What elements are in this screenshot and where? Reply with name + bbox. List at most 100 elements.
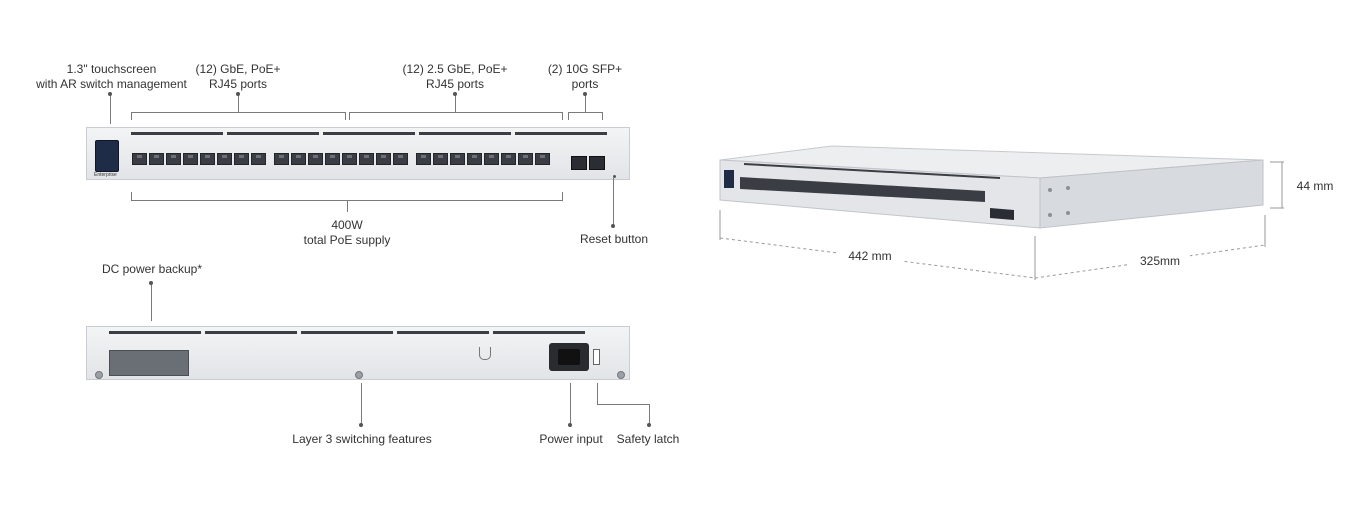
callout-dot bbox=[453, 92, 457, 96]
latch-callout-vert2 bbox=[649, 404, 650, 425]
screw-icon bbox=[617, 371, 625, 379]
width-dim-label-text: 442 mm bbox=[848, 249, 892, 263]
touchscreen-callout bbox=[110, 94, 111, 124]
rear-vent bbox=[109, 331, 201, 334]
front-panel: Enterprise bbox=[86, 127, 630, 180]
ge25-ports-label-text: (12) 2.5 GbE, PoE+ RJ45 ports bbox=[402, 62, 508, 91]
reset-button-hole[interactable] bbox=[613, 175, 616, 178]
height-dim-label-text: 44 mm bbox=[1296, 179, 1334, 193]
rj45-port[interactable] bbox=[291, 153, 306, 165]
rj45-port[interactable] bbox=[132, 153, 147, 165]
rj45-port[interactable] bbox=[518, 153, 533, 165]
sfp-port[interactable] bbox=[571, 156, 587, 170]
gbe-bracket-left bbox=[131, 112, 132, 120]
rj45-port[interactable] bbox=[217, 153, 232, 165]
rj45-port[interactable] bbox=[535, 153, 550, 165]
rj45-port[interactable] bbox=[433, 153, 448, 165]
rj45-port[interactable] bbox=[274, 153, 289, 165]
rj45-port[interactable] bbox=[251, 153, 266, 165]
reset-button-label-text: Reset button bbox=[579, 232, 649, 246]
front-vent bbox=[131, 132, 223, 135]
rj45-port[interactable] bbox=[325, 153, 340, 165]
gbe-bracket-right bbox=[345, 112, 346, 120]
rj45-port[interactable] bbox=[342, 153, 357, 165]
rear-vent bbox=[397, 331, 489, 334]
device-side-face bbox=[1039, 159, 1264, 229]
rear-vent bbox=[205, 331, 297, 334]
rj45-port[interactable] bbox=[376, 153, 391, 165]
reset-button-label: Reset button bbox=[570, 232, 658, 247]
depth-dim-label: 325mm bbox=[1130, 254, 1190, 269]
enterprise-badge: Enterprise bbox=[94, 172, 117, 178]
sfp-ports-label: (2) 10G SFP+ ports bbox=[540, 62, 630, 92]
screw-icon bbox=[1048, 213, 1052, 217]
front-vent bbox=[227, 132, 319, 135]
dc-callout-vert bbox=[151, 283, 152, 321]
layer3-label-text: Layer 3 switching features bbox=[292, 432, 432, 446]
rj45-port[interactable] bbox=[234, 153, 249, 165]
ge25-ports-label: (12) 2.5 GbE, PoE+ RJ45 ports bbox=[395, 62, 515, 92]
callout-dot bbox=[149, 281, 153, 285]
screw-icon bbox=[1048, 188, 1052, 192]
rj45-port[interactable] bbox=[501, 153, 516, 165]
gbe-bracket bbox=[131, 112, 345, 113]
rj45-port[interactable] bbox=[450, 153, 465, 165]
front-vent bbox=[419, 132, 511, 135]
callout-dot bbox=[236, 92, 240, 96]
callout-dot bbox=[611, 224, 615, 228]
gbe-ports-label: (12) GbE, PoE+ RJ45 ports bbox=[183, 62, 293, 92]
sfp-ports-label-text: (2) 10G SFP+ ports bbox=[547, 62, 623, 91]
ge25-bracket-left bbox=[349, 112, 350, 120]
rj45-port[interactable] bbox=[183, 153, 198, 165]
poe-supply-label: 400W total PoE supply bbox=[292, 218, 402, 248]
rj45-port[interactable] bbox=[467, 153, 482, 165]
power-input-label-text: Power input bbox=[539, 432, 603, 446]
screw-icon bbox=[1066, 186, 1070, 190]
depth-dim-label-text: 325mm bbox=[1139, 254, 1180, 268]
callout-dot bbox=[359, 423, 363, 427]
poe-bracket bbox=[131, 200, 562, 201]
front-vent bbox=[323, 132, 415, 135]
power-input-socket[interactable] bbox=[549, 343, 589, 371]
poe-bracket-left bbox=[131, 192, 132, 201]
rj45-port[interactable] bbox=[166, 153, 181, 165]
rj45-port[interactable] bbox=[200, 153, 215, 165]
rj45-port-row bbox=[132, 153, 552, 165]
rj45-port[interactable] bbox=[149, 153, 164, 165]
front-vent bbox=[515, 132, 607, 135]
callout-dot bbox=[568, 423, 572, 427]
screw-icon bbox=[95, 371, 103, 379]
ge25-bracket bbox=[349, 112, 562, 113]
sfp-bracket bbox=[568, 112, 602, 113]
sfp-port[interactable] bbox=[589, 156, 605, 170]
screw-icon bbox=[1066, 211, 1070, 215]
rj45-port[interactable] bbox=[416, 153, 431, 165]
callout-dot bbox=[647, 423, 651, 427]
rj45-port[interactable] bbox=[308, 153, 323, 165]
callout-dot bbox=[108, 92, 112, 96]
power-input-label: Power input bbox=[530, 432, 612, 447]
screw-icon bbox=[355, 371, 363, 379]
sfp-bracket-right bbox=[602, 112, 603, 120]
device-sfp-ports bbox=[990, 208, 1014, 220]
ge25-bracket-right bbox=[562, 112, 563, 120]
rj45-port[interactable] bbox=[393, 153, 408, 165]
touchscreen-label-text: 1.3" touchscreen with AR switch manageme… bbox=[36, 62, 187, 91]
callout-dot bbox=[583, 92, 587, 96]
rj45-port[interactable] bbox=[359, 153, 374, 165]
power-callout-vert bbox=[570, 383, 571, 425]
rear-panel bbox=[86, 326, 630, 380]
dc-power-cover bbox=[109, 350, 189, 376]
layer3-callout-vert bbox=[361, 383, 362, 425]
layer3-label: Layer 3 switching features bbox=[282, 432, 442, 447]
device-vent bbox=[743, 163, 1001, 179]
rear-vent bbox=[493, 331, 585, 334]
rj45-port[interactable] bbox=[484, 153, 499, 165]
poe-callout-vert bbox=[347, 200, 348, 212]
safety-latch[interactable] bbox=[593, 349, 600, 365]
touchscreen-display[interactable] bbox=[95, 140, 119, 172]
sfp-bracket-left bbox=[568, 112, 569, 120]
dc-backup-label: DC power backup* bbox=[96, 262, 208, 277]
latch-callout-vert bbox=[597, 383, 598, 404]
